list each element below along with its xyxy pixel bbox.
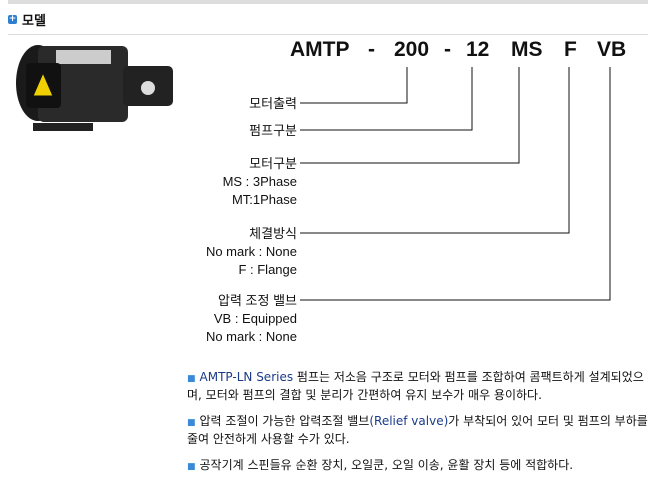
square-bullet-icon: ■ xyxy=(187,462,196,472)
code-dash: - xyxy=(444,38,451,61)
label-motor-output: 모터출력 xyxy=(249,96,297,111)
code-mounting: F xyxy=(564,38,577,61)
code-dash: - xyxy=(368,38,375,61)
description-2: ■압력 조절이 가능한 압력조절 밸브(Relief valve)가 부착되어 … xyxy=(187,414,648,446)
gear-pump-motor-image xyxy=(16,45,173,131)
code-motor-type: MS xyxy=(511,38,543,61)
label-pump-type: 펌프구분 xyxy=(249,123,297,138)
description-3: ■공작기계 스핀들유 순환 장치, 오일쿤, 오일 이송, 윤활 장치 등에 적… xyxy=(187,458,574,472)
code-valve: VB xyxy=(597,38,627,61)
code-motor-output: 200 xyxy=(394,38,430,61)
code-pump-type: 12 xyxy=(466,38,490,61)
top-bar xyxy=(8,0,648,4)
square-bullet-icon: ■ xyxy=(187,418,196,428)
divider xyxy=(8,34,648,35)
description-1: ■AMTP-LN Series 펌프는 저소음 구조로 모터와 펌프를 조합하여… xyxy=(187,370,644,402)
section-title: + 모델 xyxy=(8,10,46,29)
title-text: 모델 xyxy=(22,14,46,29)
code-series: AMTP xyxy=(290,38,350,61)
square-bullet-icon: ■ xyxy=(187,374,196,384)
plus-bullet-icon: + xyxy=(8,14,17,24)
